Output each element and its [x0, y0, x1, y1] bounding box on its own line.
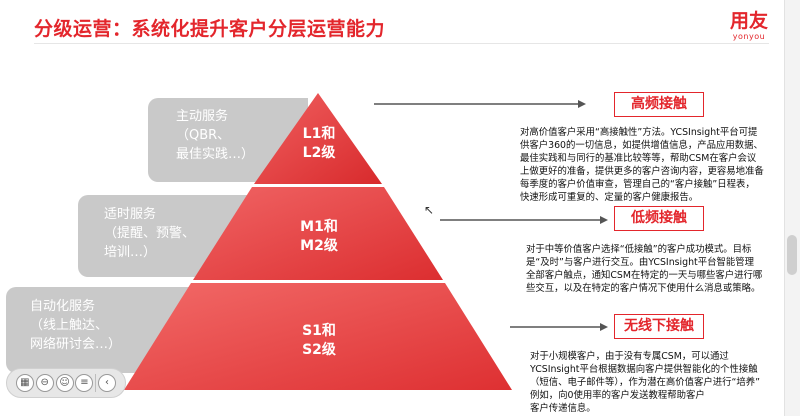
title-divider — [34, 43, 769, 44]
description-line: 最佳实践和与同行的基准比较等等，帮助CSM在客户会议 — [520, 153, 757, 164]
pyramid-middle-layer — [193, 187, 443, 280]
description-high-frequency: 对高价值客户采用“高接触性”方法。YCSInsight平台可提 供客户360的一… — [520, 126, 764, 204]
connector-arrow-3 — [600, 323, 608, 331]
description-line: 是“及时”与客户进行交互。由YCSInsight平台智能管理 — [526, 257, 754, 268]
description-low-frequency: 对于中等价值客户选择“低接触”的客户成功模式。目标 是“及时”与客户进行交互。由… — [526, 243, 762, 295]
heading-no-offline: 无线下接触 — [614, 314, 704, 339]
description-line: 些交互，以及在特定的客户情况下使用什么消息或策略。 — [526, 283, 761, 294]
collapse-left-icon[interactable]: ‹ — [98, 374, 117, 392]
pyramid-label-top: L1和 L2级 — [289, 125, 349, 163]
pyramid-label-line: M2级 — [300, 238, 338, 254]
yonyou-logo: 用友 yonyou — [722, 10, 776, 41]
menu-icon[interactable]: ≡ — [75, 374, 94, 392]
description-line: 客户传递信息。 — [530, 403, 596, 414]
heading-low-frequency: 低频接触 — [614, 206, 704, 231]
tier-line: 网络研讨会…） — [30, 337, 122, 352]
tier-line: 培训…） — [104, 245, 157, 260]
tier-box-active-service: 主动服务 （QBR、 最佳实践…） — [148, 98, 308, 182]
heading-high-frequency: 高频接触 — [614, 92, 704, 117]
grid-icon[interactable]: ▦ — [15, 374, 34, 392]
pyramid-label-line: S2级 — [302, 342, 336, 358]
description-line: 快速形成可重复的、定量的客户健康报告。 — [520, 192, 699, 203]
logo-main-text: 用友 — [729, 10, 768, 32]
tier-line: 主动服务 — [176, 109, 229, 124]
description-line: （短信、电子邮件等），作为潜在高价值客户进行“培养” — [530, 377, 761, 388]
tier-line: （线上触达、 — [30, 318, 109, 333]
description-line: 全部客户触点，通知CSM在特定的一天与哪些客户进行哪 — [526, 270, 763, 281]
pyramid-label-bottom: S1和 S2级 — [289, 322, 349, 360]
tier-line: 最佳实践…） — [176, 147, 255, 162]
description-line: 对高价值客户采用“高接触性”方法。YCSInsight平台可提 — [520, 127, 758, 138]
connector-arrow-2 — [600, 216, 608, 224]
description-line: 对于小规模客户，由于没有专属CSM，可以通过 — [530, 351, 729, 362]
connector-arrow-1 — [578, 100, 586, 108]
description-line: 供客户360的一切信息，如提供增值信息，产品应用数据、 — [520, 140, 763, 151]
description-line: 上做更好的准备，提供更多的客户咨询内容，更容易地准备 — [520, 166, 764, 177]
tier-line: （QBR、 — [176, 128, 231, 143]
pyramid-bottom-layer — [124, 283, 512, 390]
description-line: 每季度的客户价值审查，管理自己的“客户接触”日程表， — [520, 179, 755, 190]
pyramid-top-layer — [254, 93, 382, 184]
description-line: 对于中等价值客户选择“低接触”的客户成功模式。目标 — [526, 244, 752, 255]
tier-line: 适时服务 — [104, 207, 157, 222]
pyramid-label-line: S1和 — [302, 323, 336, 339]
chat-icon[interactable]: ☺ — [55, 374, 74, 392]
zoom-out-icon[interactable]: ⊖ — [35, 374, 54, 392]
description-no-offline: 对于小规模客户，由于没有专属CSM，可以通过 YCSInsight平台根据数据向… — [530, 350, 760, 415]
scrollbar-thumb[interactable] — [787, 235, 797, 275]
description-line: 例如，向0使用率的客户发送教程帮助客户 — [530, 390, 705, 401]
mouse-cursor-icon: ↖ — [424, 203, 435, 217]
pyramid-label-middle: M1和 M2级 — [289, 218, 349, 256]
description-line: YCSInsight平台根据数据向客户提供智能化的个性接触 — [530, 364, 758, 375]
viewer-toolbar: ▦ ⊖ ☺ ≡ ‹ — [6, 368, 126, 398]
toolbar-divider — [95, 374, 97, 392]
slide-title: 分级运营：系统化提升客户分层运营能力 — [34, 18, 386, 40]
tier-line: 自动化服务 — [30, 299, 96, 314]
tier-line: （提醒、预警、 — [104, 226, 196, 241]
pyramid-label-line: M1和 — [300, 219, 338, 235]
pyramid-label-line: L2级 — [302, 145, 336, 161]
pyramid-label-line: L1和 — [302, 126, 336, 142]
vertical-scrollbar[interactable] — [784, 0, 800, 416]
logo-sub-text: yonyou — [732, 32, 766, 41]
